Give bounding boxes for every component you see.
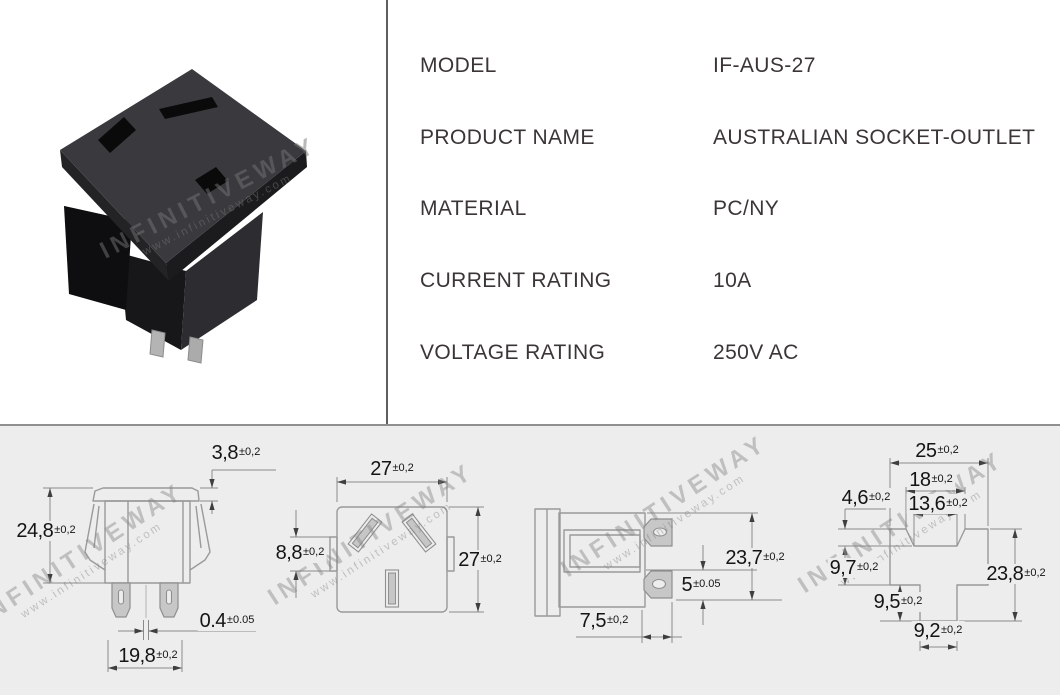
dim-value: 18 [909,469,931,491]
spec-label: CURRENT RATING [420,269,612,292]
dim-value: 25 [915,440,937,462]
vertical-divider [386,0,388,424]
socket-slot-top [159,97,218,119]
dim-tolerance: ±0.05 [693,578,721,590]
dim-face-side-tab-height: 8,8±0,2 [273,542,327,564]
dim-value: 19,8 [118,645,156,667]
spec-label: MODEL [420,54,497,77]
dim-value: 4,6 [841,487,869,509]
spec-row-material: MATERIAL PC/NY [420,197,1050,221]
spec-value: 10A [713,269,752,292]
dim-tolerance: ±0,2 [763,551,785,563]
dim-tolerance: ±0,2 [238,446,261,458]
socket-slot-left [98,117,136,153]
dim-cutout-stem-depth: 9,5±0,2 [871,591,925,613]
socket-pin [187,336,204,364]
dim-side-terminal-length: 7,5±0,2 [577,610,631,632]
socket-slot-earth [195,167,228,194]
dim-front-flange-thickness: 3,8±0,2 [209,442,263,464]
dim-tolerance: ±0.05 [226,614,255,626]
socket-photo-illustration [60,69,307,364]
product-photo [60,69,307,364]
dim-value: 24,8 [16,520,54,542]
dim-cutout-width: 25±0,2 [913,441,961,461]
face-slot-right [401,513,437,553]
spec-row-voltage-rating: VOLTAGE RATING 250V AC [420,341,1050,365]
dim-front-pin-span: 19,8±0,2 [116,645,180,667]
dim-value: 23,7 [725,547,763,569]
dim-tolerance: ±0,2 [54,524,76,536]
dim-tolerance: ±0,2 [937,444,959,456]
dim-front-pin-thickness: 0.4±0.05 [197,610,257,632]
dim-tolerance: ±0,2 [156,649,178,661]
dim-cutout-lip-depth: 4,6±0,2 [839,487,893,509]
spec-label: VOLTAGE RATING [420,341,606,364]
spec-value: 250V AC [713,341,799,364]
spec-row-current-rating: CURRENT RATING 10A [420,269,1050,293]
dim-side-depth: 23,7±0,2 [723,547,787,569]
spec-value: IF-AUS-27 [713,54,816,77]
dim-tolerance: ±0,2 [392,462,414,474]
spec-label: MATERIAL [420,197,527,220]
dim-value: 13,6 [908,493,946,515]
dim-value: 9,5 [873,591,901,613]
side-view-drawing [534,508,782,643]
face-slot-earth [384,569,400,608]
dim-tolerance: ±0,2 [606,614,629,626]
dim-value: 8,8 [275,542,303,564]
spec-row-product-name: PRODUCT NAME AUSTRALIAN SOCKET-OUTLET [420,126,1050,150]
dim-value: 0.4 [199,610,227,632]
dim-tolerance: ±0,2 [946,497,968,509]
spec-value: PC/NY [713,197,780,220]
dim-tolerance: ±0,2 [856,561,879,573]
dim-front-height: 24,8±0,2 [14,520,78,542]
spec-value: AUSTRALIAN SOCKET-OUTLET [713,126,1036,149]
dim-tolerance: ±0,2 [480,553,502,565]
dim-value: 7,5 [579,610,607,632]
face-view-drawing [290,477,484,613]
spec-label: PRODUCT NAME [420,126,595,149]
dim-tolerance: ±0,2 [868,491,891,503]
dim-face-height: 27±0,2 [456,550,504,570]
dim-tolerance: ±0,2 [900,595,923,607]
dim-side-terminal-pitch: 5±0.05 [679,574,723,596]
spec-row-model: MODEL IF-AUS-27 [420,54,1050,78]
dim-face-width: 27±0,2 [368,459,416,479]
spec-table: MODEL IF-AUS-27 PRODUCT NAME AUSTRALIAN … [420,54,1050,365]
dim-tolerance: ±0,2 [931,473,953,485]
dim-value: 27 [458,549,480,571]
dim-value: 27 [370,458,392,480]
dim-value: 5 [681,574,693,596]
socket-pin [149,329,166,358]
dim-cutout-opening-bottom: 13,6±0,2 [906,493,970,515]
dim-cutout-opening-top: 18±0,2 [907,470,955,490]
dim-cutout-upper-depth: 9,7±0,2 [827,557,881,579]
dim-value: 3,8 [211,442,239,464]
dim-tolerance: ±0,2 [940,624,963,636]
front-view-drawing [43,469,276,672]
dim-value: 23,8 [986,563,1024,585]
dim-tolerance: ±0,2 [1024,567,1046,579]
dim-cutout-total-depth: 23,8±0,2 [984,563,1048,585]
dim-value: 9,2 [913,620,941,642]
face-slot-left [347,513,383,553]
dim-tolerance: ±0,2 [302,546,325,558]
product-photo-panel: INFINITIVEWAY www.infinitiveway.com [0,0,387,424]
dim-cutout-stem-width: 9,2±0,2 [911,620,965,642]
dim-value: 9,7 [829,557,857,579]
